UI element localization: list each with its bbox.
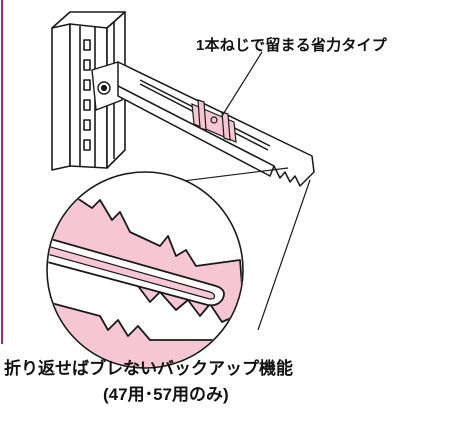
caption-line-1: 折り返せばブレないバックアップ機能 (4, 359, 293, 378)
clip-highlight (191, 99, 237, 143)
zoom-circle (46, 171, 244, 369)
mounting-plate (91, 61, 123, 111)
left-accent-border (1, 0, 3, 344)
callout-leader (221, 51, 263, 117)
top-callout-label: 1本ねじで留まる省力タイプ (196, 37, 387, 54)
caption-line-2: (47用･57用のみ) (103, 385, 229, 404)
